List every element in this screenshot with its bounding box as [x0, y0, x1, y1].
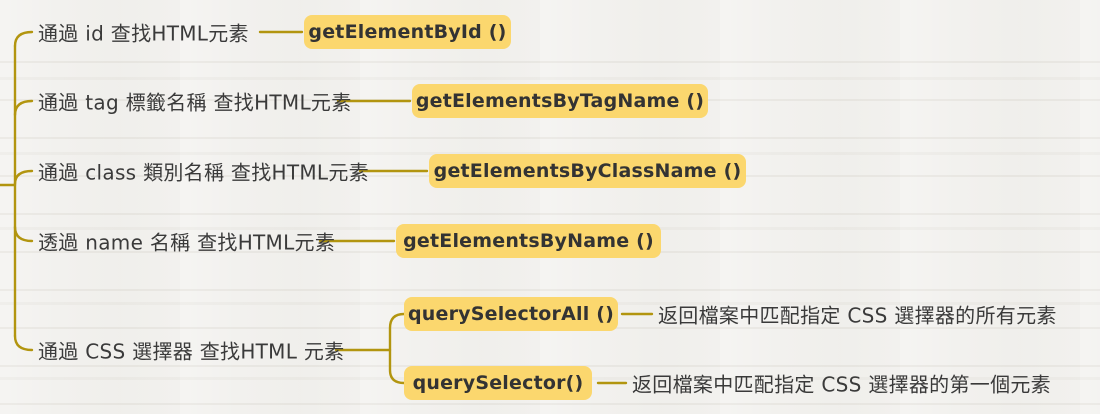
branch-label-tag[interactable]: 通過 tag 標籤名稱 查找HTML元素 [38, 90, 352, 115]
description-queryselectorall[interactable]: 返回檔案中匹配指定 CSS 選擇器的所有元素 [658, 303, 1057, 328]
branch-arc-3 [13, 169, 34, 186]
branch-arc-5 [13, 334, 34, 352]
method-node-queryselectorall[interactable]: querySelectorAll () [404, 297, 618, 331]
description-queryselector[interactable]: 返回檔案中匹配指定 CSS 選擇器的第一個元素 [632, 372, 1051, 397]
branch-arc-2 [13, 99, 34, 117]
branch-label-id[interactable]: 通過 id 查找HTML元素 [38, 21, 249, 46]
method-node-getelementsbytagname[interactable]: getElementsByTagName () [412, 84, 708, 118]
method-node-queryselector[interactable]: querySelector() [404, 366, 592, 400]
method-node-getelementbyid[interactable]: getElementById () [304, 15, 511, 49]
sub-bracket [388, 312, 406, 385]
method-node-getelementsbyclassname[interactable]: getElementsByClassName () [429, 154, 746, 188]
branch-arc-1 [13, 30, 34, 48]
branch-label-name[interactable]: 透過 name 名稱 查找HTML元素 [38, 230, 336, 255]
branch-arc-4 [13, 225, 34, 243]
branch-label-css-selector[interactable]: 通過 CSS 選擇器 查找HTML 元素 [38, 339, 345, 364]
branch-label-class[interactable]: 通過 class 類別名稱 查找HTML元素 [38, 160, 369, 185]
method-node-getelementsbyname[interactable]: getElementsByName () [396, 224, 661, 258]
